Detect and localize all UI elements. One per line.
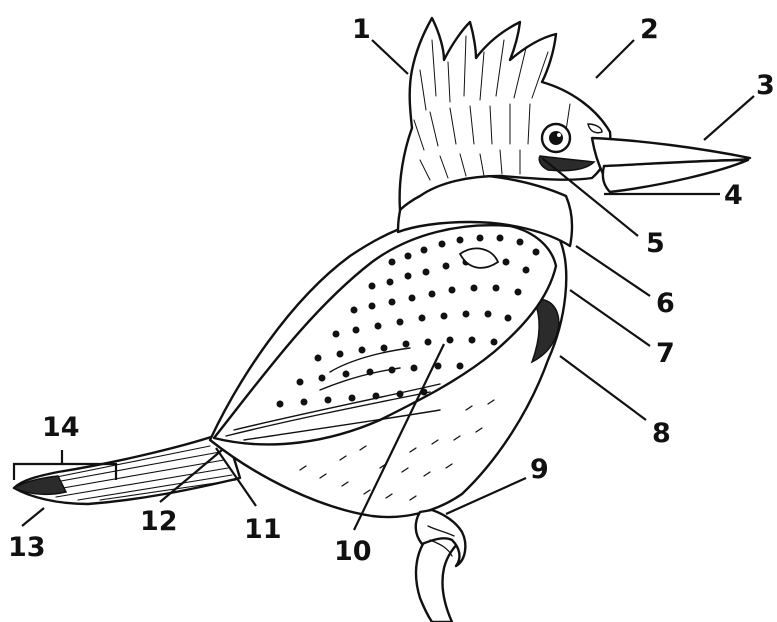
label-5: 5 <box>646 228 665 259</box>
label-12: 12 <box>140 506 178 537</box>
label-9: 9 <box>530 454 549 485</box>
tail-tip <box>14 476 66 494</box>
label-10: 10 <box>334 536 372 567</box>
label-4: 4 <box>724 180 743 211</box>
label-8: 8 <box>652 418 671 449</box>
leader-7 <box>570 290 650 346</box>
label-11: 11 <box>244 514 282 545</box>
leader-2 <box>596 40 634 78</box>
label-1: 1 <box>352 14 371 45</box>
leader-13 <box>22 508 44 526</box>
label-3: 3 <box>756 70 775 101</box>
label-13: 13 <box>8 532 46 563</box>
kingfisher-illustration-icon <box>14 18 750 622</box>
leader-8 <box>560 356 646 420</box>
label-6: 6 <box>656 288 675 319</box>
label-2: 2 <box>640 14 659 45</box>
label-7: 7 <box>656 338 675 369</box>
label-14: 14 <box>42 412 80 443</box>
leader-6 <box>576 246 650 296</box>
leader-1 <box>372 40 408 74</box>
leader-3 <box>704 96 754 140</box>
